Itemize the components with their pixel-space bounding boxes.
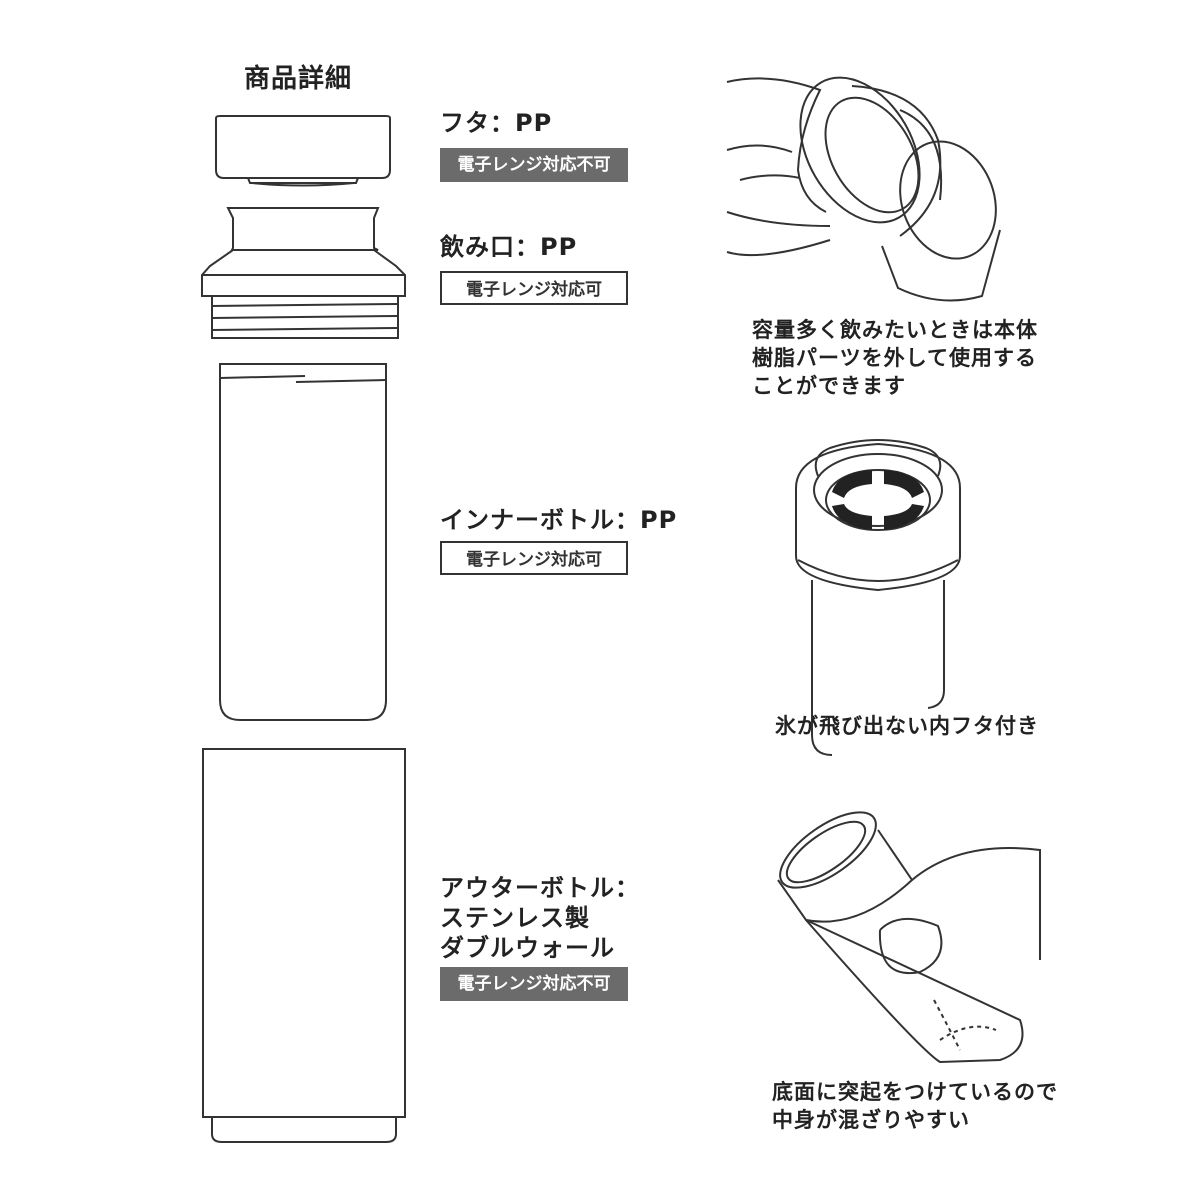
outer-bottle-illustration xyxy=(202,748,406,1143)
inner-lid-pattern xyxy=(832,470,924,530)
lid-microwave-badge: 電子レンジ対応不可 xyxy=(440,148,628,182)
page-title: 商品詳細 xyxy=(244,64,353,94)
feature-caption-spout: 容量多く飲みたいときは本体 樹脂パーツを外して使用する ことができます xyxy=(752,316,1038,400)
caption-line: 底面に突起をつけているので xyxy=(772,1080,1058,1104)
outer-bottle-label: アウターボトル： ステンレス製 ダブルウォール xyxy=(440,873,640,963)
outer-bottle-label-line: アウターボトル： xyxy=(440,874,640,902)
outer-bottle-label-line: ステンレス製 xyxy=(440,904,590,932)
spout-microwave-badge: 電子レンジ対応可 xyxy=(440,271,628,305)
inner-bottle-label: インナーボトル：PP xyxy=(440,506,678,534)
spout-illustration xyxy=(201,207,406,339)
spout-label: 飲み口：PP xyxy=(440,233,578,261)
hand-spout-illustration xyxy=(726,76,1001,302)
caption-line: 樹脂パーツを外して使用する xyxy=(752,346,1037,370)
feature-caption-bottom: 底面に突起をつけているので 中身が混ざりやすい xyxy=(772,1078,1058,1134)
bottle-inner-lid-illustration xyxy=(795,439,961,756)
lid-label: フタ：PP xyxy=(440,109,553,137)
hand-bottle-illustration xyxy=(777,811,1041,1064)
lid-illustration xyxy=(215,115,391,187)
caption-line: 氷が飛び出ない内フタ付き xyxy=(775,714,1039,738)
caption-line: ことができます xyxy=(752,374,906,398)
inner-bottle-microwave-badge: 電子レンジ対応可 xyxy=(440,541,628,575)
outer-bottle-label-line: ダブルウォール xyxy=(440,934,615,962)
caption-line: 中身が混ざりやすい xyxy=(772,1108,970,1132)
caption-line: 容量多く飲みたいときは本体 xyxy=(752,318,1038,342)
feature-caption-inner-lid: 氷が飛び出ない内フタ付き xyxy=(775,712,1039,740)
inner-bottle-illustration xyxy=(219,363,387,721)
outer-bottle-microwave-badge: 電子レンジ対応不可 xyxy=(440,967,628,1001)
